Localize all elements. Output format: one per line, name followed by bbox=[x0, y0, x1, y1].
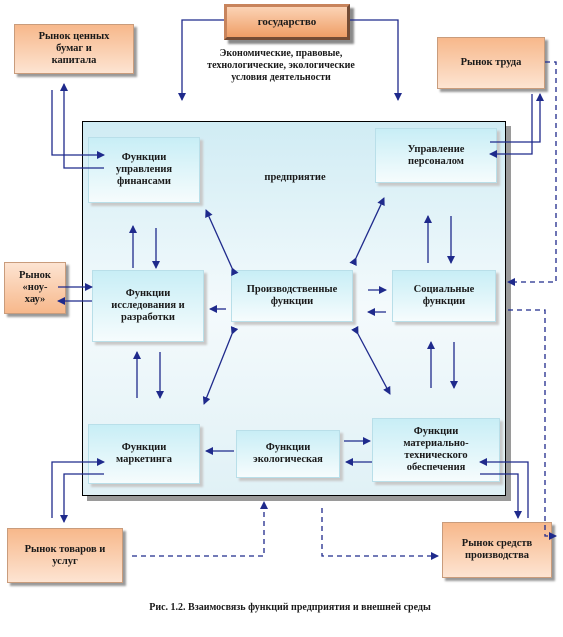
arrow-production-marketing bbox=[202, 326, 239, 405]
figure-caption: Рис. 1.2. Взаимосвязь функций предприяти… bbox=[149, 602, 431, 613]
arrow-securities-finance bbox=[51, 90, 105, 159]
function-finance: Функции управления финансами bbox=[88, 137, 200, 203]
market-knowhow: Рынок «ноу-хау» bbox=[4, 262, 66, 314]
arrow-goods-marketing bbox=[51, 458, 105, 518]
market-securities: Рынок ценных бумаг и капитала bbox=[14, 24, 134, 74]
arrow-personnel-labor bbox=[490, 93, 544, 143]
arrow-production-finance bbox=[205, 209, 239, 277]
function-personnel: Управление персоналом bbox=[375, 128, 497, 183]
function-ecology: Функции экологическая bbox=[236, 430, 340, 478]
arrow-state-left bbox=[178, 19, 224, 101]
function-supply: Функции материально-технического обеспеч… bbox=[372, 418, 500, 482]
arrow-supply-means bbox=[480, 473, 522, 519]
state-box: государство bbox=[224, 4, 350, 40]
dashed-labor-enterprise bbox=[507, 61, 557, 286]
market-labor: Рынок труда bbox=[437, 37, 545, 89]
state-influence-text: Экономические, правовые, технологические… bbox=[207, 48, 355, 83]
market-means: Рынок средств производства bbox=[442, 522, 552, 578]
dashed-enterprise-means bbox=[508, 309, 557, 540]
function-production: Производственные функции bbox=[231, 270, 353, 322]
arrow-marketing-goods bbox=[60, 473, 104, 523]
function-research: Функции исследования и разработки bbox=[92, 270, 204, 342]
dashed-enterprise-means-bottom bbox=[321, 508, 439, 560]
arrow-state-right bbox=[350, 19, 402, 101]
function-marketing: Функции маркетинга bbox=[88, 424, 200, 484]
arrow-finance-securities bbox=[60, 83, 104, 169]
market-goods: Рынок товаров и услуг bbox=[7, 528, 123, 583]
arrow-labor-personnel bbox=[489, 94, 533, 158]
function-social: Социальные функции bbox=[392, 270, 496, 322]
arrow-production-personnel bbox=[349, 197, 385, 267]
arrow-production-supply bbox=[351, 325, 391, 395]
arrow-means-supply bbox=[479, 458, 529, 518]
dashed-goods-enterprise bbox=[132, 501, 268, 557]
enterprise-label: предприятие bbox=[264, 172, 326, 183]
